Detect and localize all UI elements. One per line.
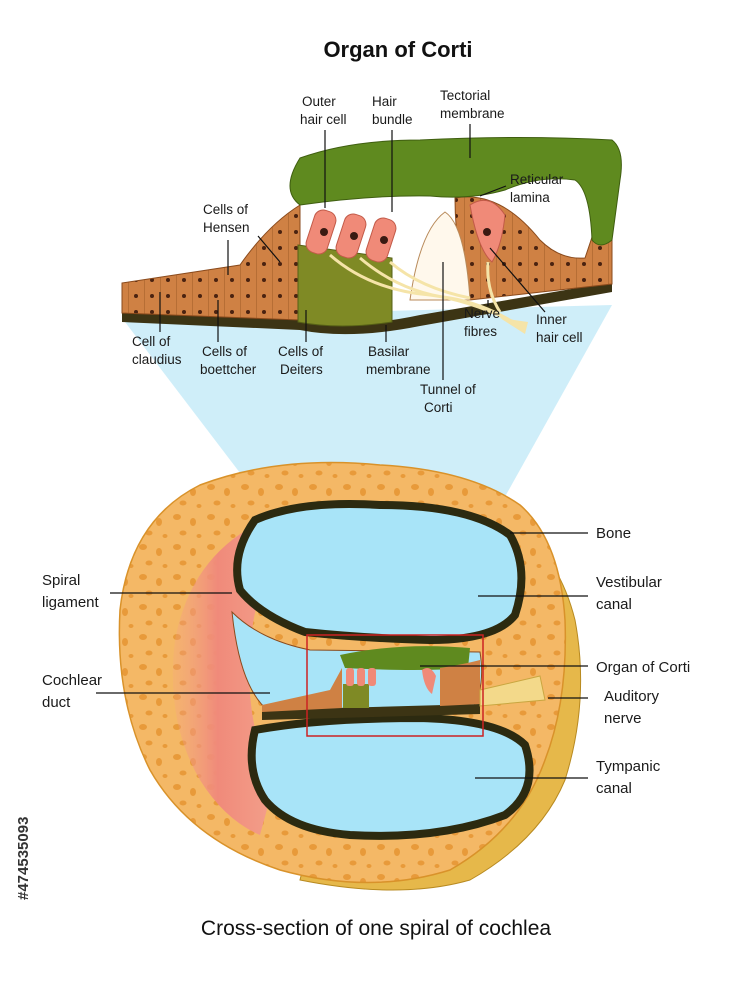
svg-text:claudius: claudius [132, 352, 182, 367]
label-outer-hair-cell-2: hair cell [300, 112, 347, 127]
svg-text:Basilar: Basilar [368, 344, 410, 359]
label-bone: Bone [596, 525, 631, 542]
svg-text:Hensen: Hensen [203, 220, 250, 235]
svg-text:Tectorial: Tectorial [440, 88, 490, 103]
label-tectorial-2: membrane [440, 106, 505, 121]
stock-id: #474535093 [15, 817, 32, 900]
supporting-cells-shape [121, 204, 301, 321]
svg-text:fibres: fibres [464, 324, 497, 339]
label-hair-bundle-2: bundle [372, 112, 413, 127]
label-organ-of-corti: Organ of Corti [596, 659, 690, 676]
label-vestibular-1: Vestibular [596, 574, 662, 591]
label-basilar-1: Basilar [368, 344, 410, 359]
label-inner-hair-cell-1: Inner [536, 312, 567, 327]
mini-tectorial [340, 646, 470, 670]
label-claudius-2: claudius [132, 352, 182, 367]
tympanic-canal-shape [247, 713, 534, 840]
svg-text:nerve: nerve [604, 710, 642, 727]
vestibular-canal-shape [233, 500, 526, 645]
label-reticular-1: Reticular [510, 172, 564, 187]
corti-detail [121, 137, 622, 335]
label-basilar-2: membrane [366, 362, 431, 377]
svg-text:Vestibular: Vestibular [596, 574, 662, 591]
label-auditory-1: Auditory [604, 688, 660, 705]
label-auditory-2: nerve [604, 710, 642, 727]
svg-text:lamina: lamina [510, 190, 550, 205]
svg-text:Tympanic: Tympanic [596, 758, 661, 775]
label-spiral-1: Spiral [42, 572, 80, 589]
svg-text:membrane: membrane [440, 106, 505, 121]
svg-text:Auditory: Auditory [604, 688, 660, 705]
diagram-title: Organ of Corti [323, 37, 472, 62]
label-tunnel-2: Corti [424, 400, 453, 415]
label-tympanic-2: canal [596, 780, 632, 797]
nerve-fibres-shape [329, 253, 526, 332]
label-inner-hair-cell-2: hair cell [536, 330, 583, 345]
mini-limbus [440, 660, 480, 706]
svg-text:Organ of Corti: Organ of Corti [596, 659, 690, 676]
mini-basilar-strip [262, 704, 480, 720]
svg-text:Corti: Corti [424, 400, 453, 415]
svg-text:duct: duct [42, 694, 71, 711]
svg-text:Spiral: Spiral [42, 572, 80, 589]
svg-text:Tunnel of: Tunnel of [420, 382, 476, 397]
tectorial-membrane-shape [289, 137, 622, 246]
auditory-nerve-bundle [479, 675, 546, 707]
label-reticular-2: lamina [510, 190, 550, 205]
label-nerve-fibres-2: fibres [464, 324, 497, 339]
mini-deiters [343, 684, 369, 708]
svg-text:Inner: Inner [536, 312, 567, 327]
top-labels: Outer hair cell Hair bundle Tectorial me… [132, 88, 583, 415]
label-cochlear-1: Cochlear [42, 672, 102, 689]
label-deiters-2: Deiters [280, 362, 323, 377]
svg-text:Nerve: Nerve [464, 306, 500, 321]
nerve-fibre-end [500, 318, 528, 334]
label-claudius-1: Cell of [132, 334, 171, 349]
mini-supporting-cells [262, 668, 342, 712]
diagram-caption: Cross-section of one spiral of cochlea [201, 917, 551, 940]
svg-text:Cochlear: Cochlear [42, 672, 102, 689]
svg-text:membrane: membrane [366, 362, 431, 377]
label-cochlear-2: duct [42, 694, 71, 711]
label-hensen-1: Cells of [203, 202, 248, 217]
svg-text:bundle: bundle [372, 112, 413, 127]
basilar-membrane-shape [122, 282, 612, 335]
svg-text:canal: canal [596, 596, 632, 613]
label-vestibular-2: canal [596, 596, 632, 613]
label-tympanic-1: Tympanic [596, 758, 661, 775]
organ-of-corti-frame [306, 634, 484, 737]
svg-text:hair cell: hair cell [536, 330, 583, 345]
label-boettcher-2: boettcher [200, 362, 257, 377]
svg-text:Cell of: Cell of [132, 334, 171, 349]
tunnel-of-corti-shape [409, 211, 471, 301]
label-hensen-2: Hensen [203, 220, 250, 235]
svg-text:Hair: Hair [372, 94, 397, 109]
svg-text:Outer: Outer [302, 94, 336, 109]
cochlea-cross-section [118, 461, 582, 891]
svg-text:hair cell: hair cell [300, 112, 347, 127]
svg-text:Cells of: Cells of [278, 344, 323, 359]
svg-text:Deiters: Deiters [280, 362, 323, 377]
label-spiral-2: ligament [42, 594, 100, 611]
zoom-projection [122, 305, 612, 520]
svg-text:boettcher: boettcher [200, 362, 257, 377]
label-outer-hair-cell-1: Outer [302, 94, 336, 109]
mini-hair-cells [346, 668, 436, 694]
svg-text:canal: canal [596, 780, 632, 797]
label-hair-bundle-1: Hair [372, 94, 397, 109]
bottom-labels: Bone Vestibular canal Spiral ligament Or… [42, 525, 690, 797]
label-tunnel-1: Tunnel of [420, 382, 476, 397]
svg-text:Bone: Bone [596, 525, 631, 542]
label-boettcher-1: Cells of [202, 344, 247, 359]
svg-text:Cells of: Cells of [202, 344, 247, 359]
label-nerve-fibres-1: Nerve [464, 306, 500, 321]
outer-hair-cells [305, 209, 397, 263]
label-tectorial-1: Tectorial [440, 88, 490, 103]
svg-text:Cells of: Cells of [203, 202, 248, 217]
svg-text:ligament: ligament [42, 594, 100, 611]
svg-text:Reticular: Reticular [510, 172, 564, 187]
label-deiters-1: Cells of [278, 344, 323, 359]
